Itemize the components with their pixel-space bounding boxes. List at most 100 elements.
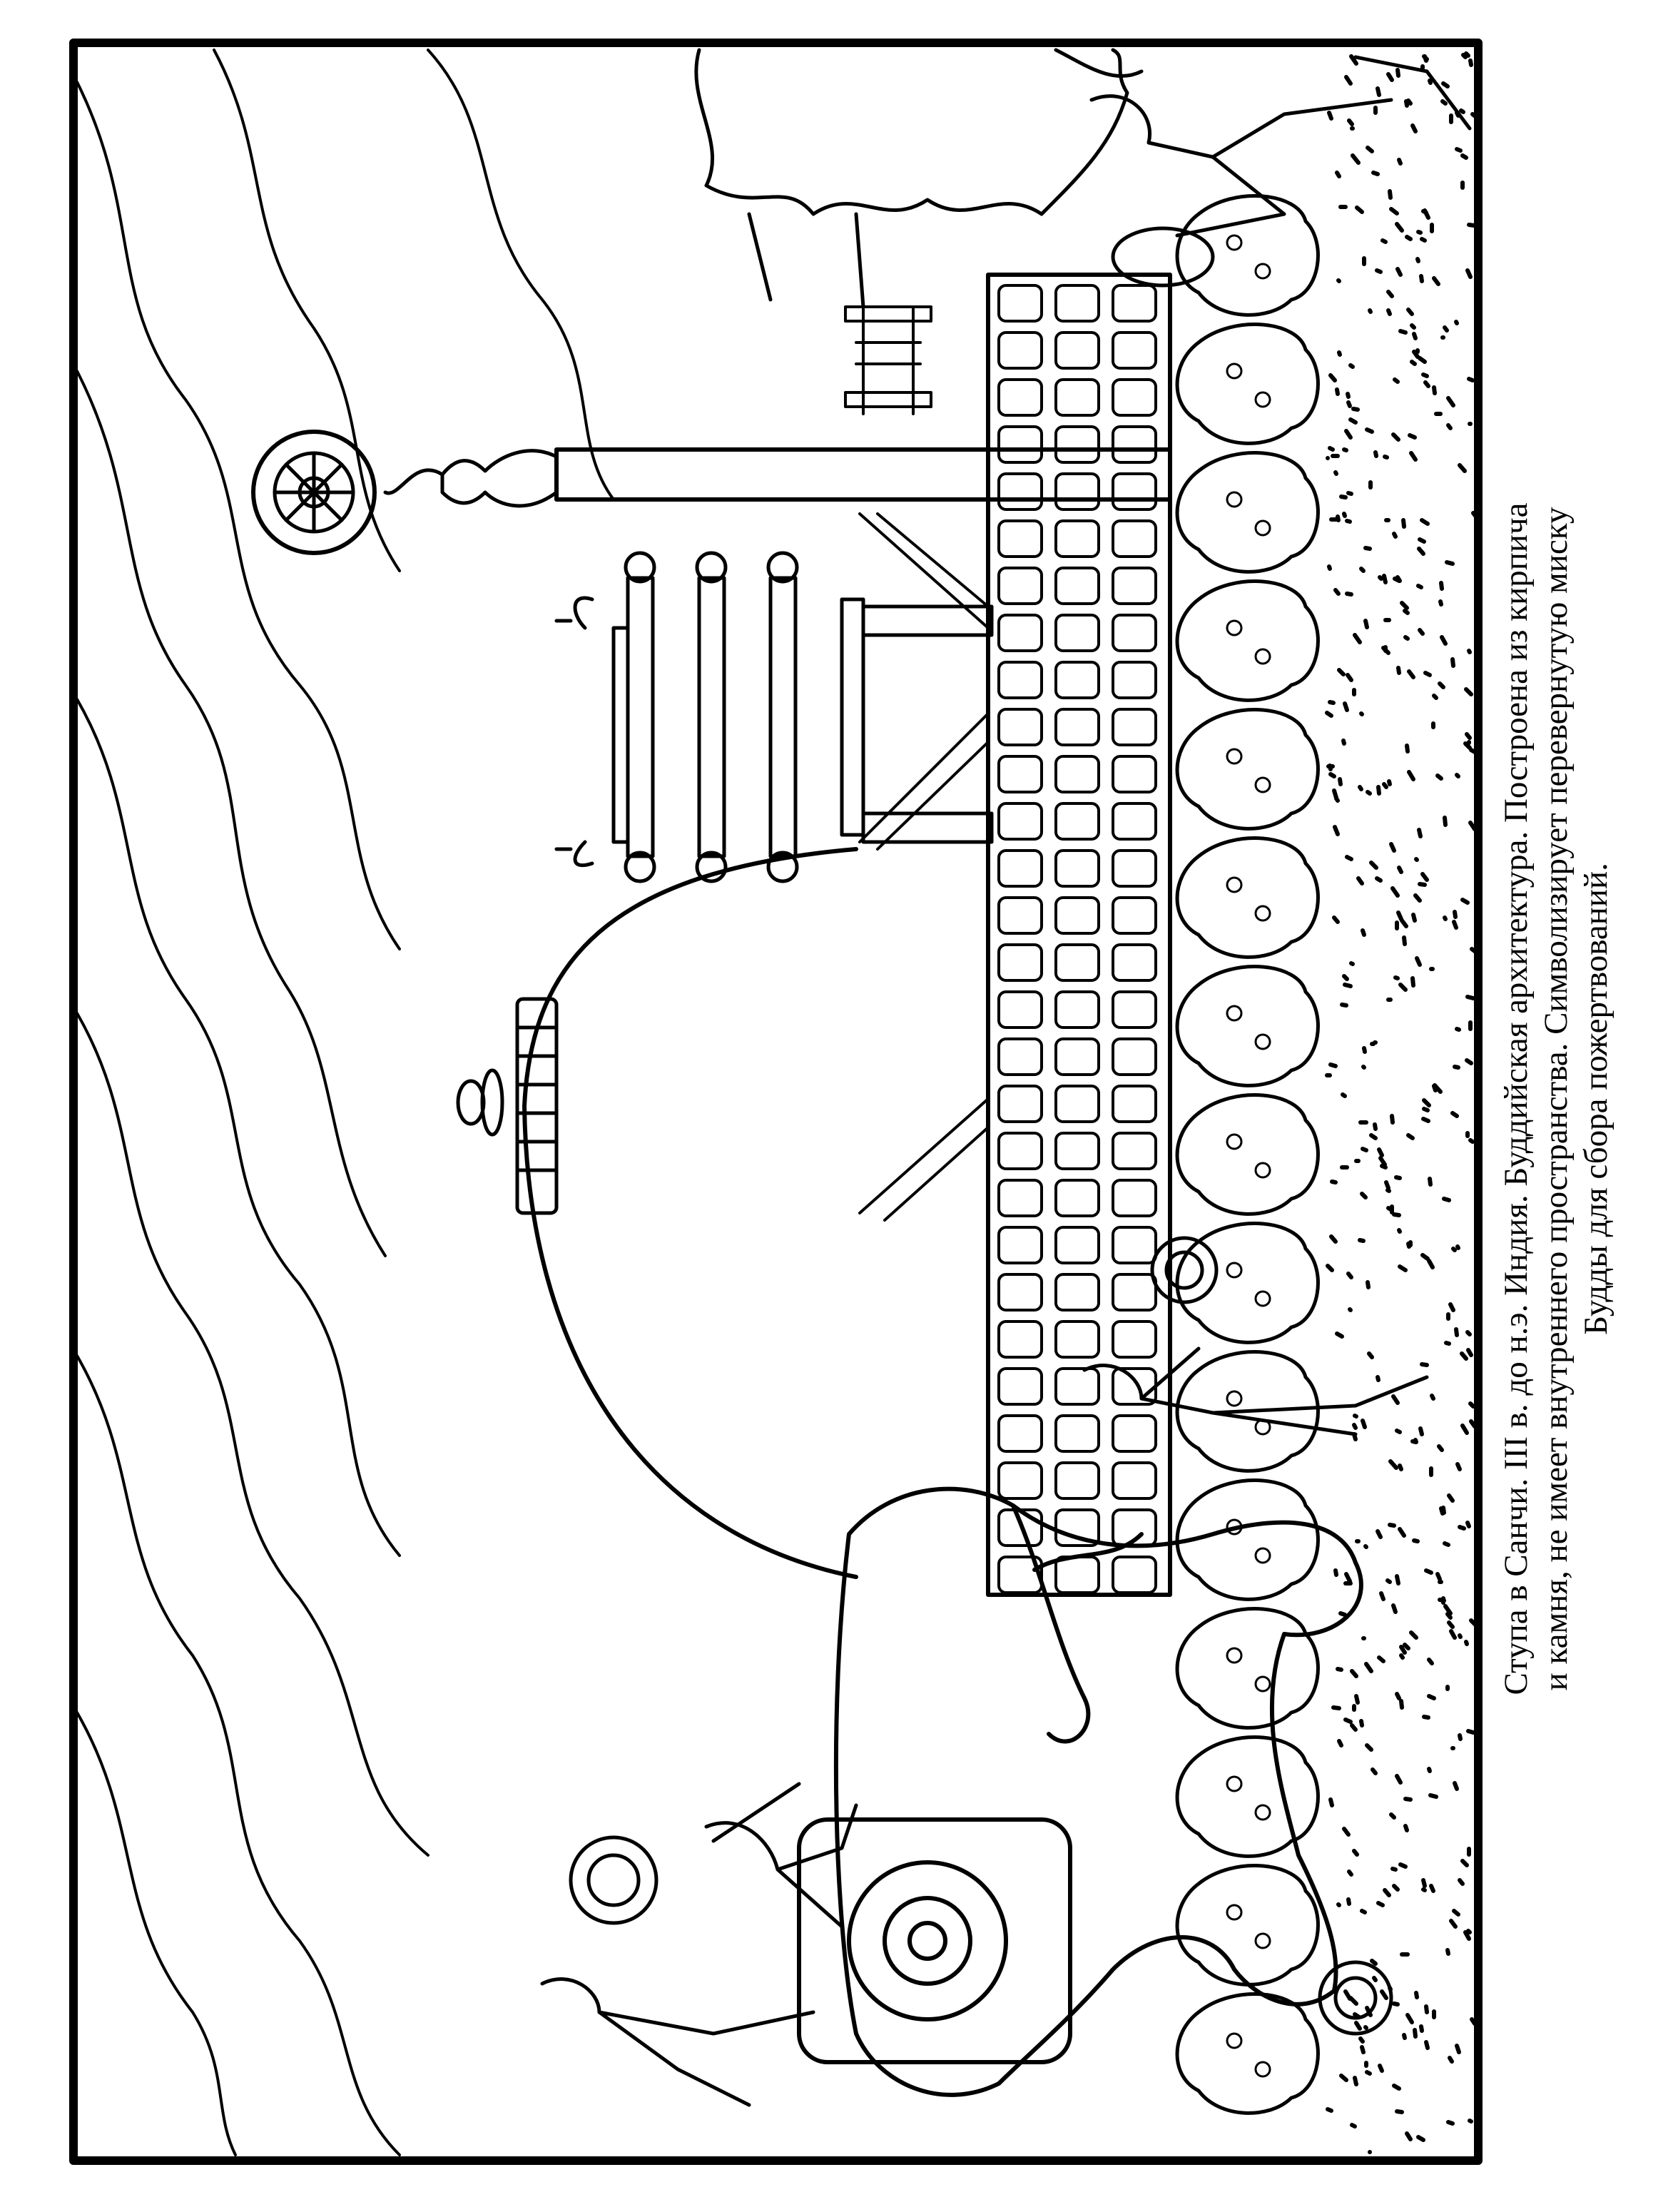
ground-dot [1391,1603,1398,1614]
ground-dot [1420,872,1429,882]
ground-dot [1365,2006,1373,2017]
ground-dot [1361,1147,1368,1152]
ground-dot [1392,1212,1401,1217]
ground-dot [1395,222,1404,233]
railing-cell [1054,896,1100,935]
ground-dot [1455,111,1460,118]
ground-dot [1388,1459,1398,1470]
ground-dot [1467,377,1475,382]
ground-dot [1386,290,1394,298]
ground-dot [1452,920,1458,930]
ground-dot [1438,599,1443,607]
shrub-fruit [1226,234,1243,251]
ground-dot [1446,423,1453,430]
railing-cell [997,1132,1043,1170]
railing-cell [1054,1037,1100,1076]
ground-dot [1406,98,1413,106]
ground-dot [1396,666,1401,675]
ground-dot [1420,1253,1430,1261]
ground-dot [1403,609,1410,615]
ground-dot [1389,207,1399,215]
ground-dot [1464,687,1473,696]
railing-cell [997,1556,1043,1594]
ground-dot [1424,2040,1430,2050]
railing-cell [1054,378,1100,417]
railing-cell [997,567,1043,605]
shrub-fruit [1254,648,1271,665]
ground-dot [1421,1117,1430,1123]
ground-dot [1450,1111,1459,1118]
ground-dot [1348,363,1355,369]
ground-dot [1458,1878,1465,1886]
ground-dot [1332,915,1340,924]
harmika [515,997,559,1215]
ground-dot [1410,123,1418,133]
ground-dot [1463,741,1472,750]
railing-cell [1112,849,1157,888]
ground-dot [1430,1394,1435,1401]
ground-dot [1395,1692,1401,1700]
ground-dot [1354,1694,1360,1705]
ground-dot [1413,1438,1418,1444]
ground-dot [1386,72,1394,82]
shrub-fruit [1226,362,1243,380]
railing-cell [997,661,1043,699]
ground-dot [1369,861,1378,870]
ground-dot [1418,628,1425,636]
railing-cell [997,1414,1043,1453]
ground-dot [1469,1618,1478,1628]
railing-cell [1054,802,1100,841]
ground-dot [1447,1493,1455,1503]
ground-dot [1327,111,1333,121]
ground-dot [1348,1996,1358,2006]
shrub [1175,1607,1320,1730]
ashoka-pillar [251,430,1172,555]
ground-dot [1337,350,1342,357]
ground-dot [1465,995,1475,1000]
ground-dot [1452,1909,1460,1917]
ground-dot [1382,574,1388,584]
ground-dot [1406,308,1414,316]
railing-cell [1112,943,1157,982]
ground-dot [1402,935,1407,946]
ground-dot [1414,857,1419,862]
railing-cell [997,1179,1043,1217]
ground-dot [1353,633,1362,644]
ground-dot [1352,1432,1358,1441]
ground-dot [1389,1812,1396,1820]
railing-cell [1054,284,1100,323]
ground-dot [1424,1568,1433,1575]
mahout-figure [704,1782,858,1929]
shrub [1175,1992,1320,2115]
ground-dot [1344,429,1353,440]
ground-dot [1359,567,1366,573]
ground-dot [1398,1463,1403,1471]
shrub-fruit [1254,1804,1271,1821]
ground-dot [1336,1667,1343,1672]
ground-dot [1412,332,1418,340]
ground-dot [1469,1419,1477,1429]
railing-cell [1054,567,1100,605]
ground-dot [1442,1197,1451,1202]
railing-cell [1112,1273,1157,1312]
parasol-icon [586,1853,641,1907]
ground-dot [1467,649,1472,654]
ground-dot [1336,278,1341,283]
ground-dot [1399,1653,1405,1660]
shrub [1175,323,1320,445]
ground-dot [1328,1797,1334,1807]
ground-dot [1409,1630,1418,1640]
ground-dot [1392,532,1398,539]
ground-dot [1328,700,1336,705]
railing-cell [997,425,1043,464]
rider-with-parasol [540,1977,815,2107]
railing-cell [1054,1226,1100,1264]
railing-cell [997,614,1043,652]
ground-dot [1365,1743,1373,1752]
ground-dot [1465,1058,1473,1065]
ground-dot [1407,770,1415,781]
shrub-fruit [1254,776,1271,793]
ground-dot [1421,1887,1427,1892]
ground-dot [1346,400,1352,408]
ground-dot [1410,323,1416,330]
